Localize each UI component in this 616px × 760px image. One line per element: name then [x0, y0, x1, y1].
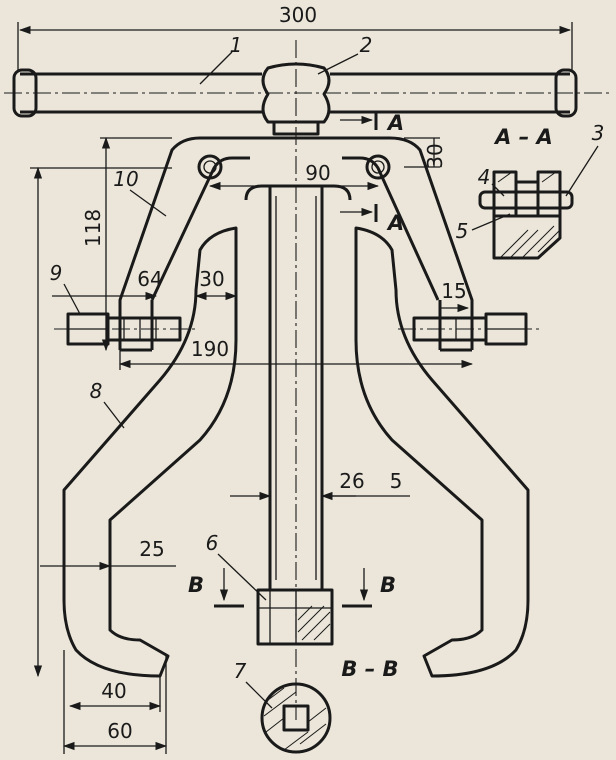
- dim-26: 26: [339, 469, 364, 493]
- section-b-b: [260, 682, 332, 754]
- left-arm: [62, 226, 238, 678]
- section-mark-b-right: B: [380, 573, 396, 597]
- dim-118: 118: [81, 209, 105, 247]
- part-label-3: 3: [592, 121, 605, 145]
- part-label-1: 1: [230, 33, 243, 57]
- part-label-5: 5: [456, 219, 469, 243]
- dim-30-vertical: 30: [423, 143, 447, 168]
- leader-lines: [63, 51, 599, 709]
- center-screw: [244, 184, 352, 646]
- section-mark-a-bottom: A: [386, 211, 404, 235]
- dim-190: 190: [191, 337, 229, 361]
- right-arm: [354, 226, 530, 678]
- section-title-b-b: B – B: [341, 657, 398, 681]
- dim-60: 60: [107, 719, 132, 743]
- center-lines: [4, 40, 610, 720]
- part-label-2: 2: [360, 33, 373, 57]
- part-label-4: 4: [478, 165, 491, 189]
- dim-15: 15: [441, 279, 466, 303]
- dim-30-horizontal: 30: [199, 267, 224, 291]
- part-label-9: 9: [50, 261, 63, 285]
- t-handle: [12, 62, 578, 136]
- dim-40: 40: [101, 679, 126, 703]
- section-cut-marks: [214, 112, 378, 608]
- part-label-6: 6: [206, 531, 219, 555]
- section-mark-b-left: B: [188, 573, 204, 597]
- part-label-10: 10: [113, 167, 138, 191]
- section-mark-a-top: A: [386, 111, 404, 135]
- dim-90: 90: [305, 161, 330, 185]
- dim-300: 300: [279, 3, 317, 27]
- section-title-a-a: A – A: [493, 125, 553, 149]
- part-label-8: 8: [90, 379, 103, 403]
- dim-64: 64: [137, 267, 162, 291]
- dimension-lines: [17, 22, 573, 754]
- part-label-7: 7: [234, 659, 247, 683]
- dim-5: 5: [390, 469, 403, 493]
- dim-25: 25: [139, 537, 164, 561]
